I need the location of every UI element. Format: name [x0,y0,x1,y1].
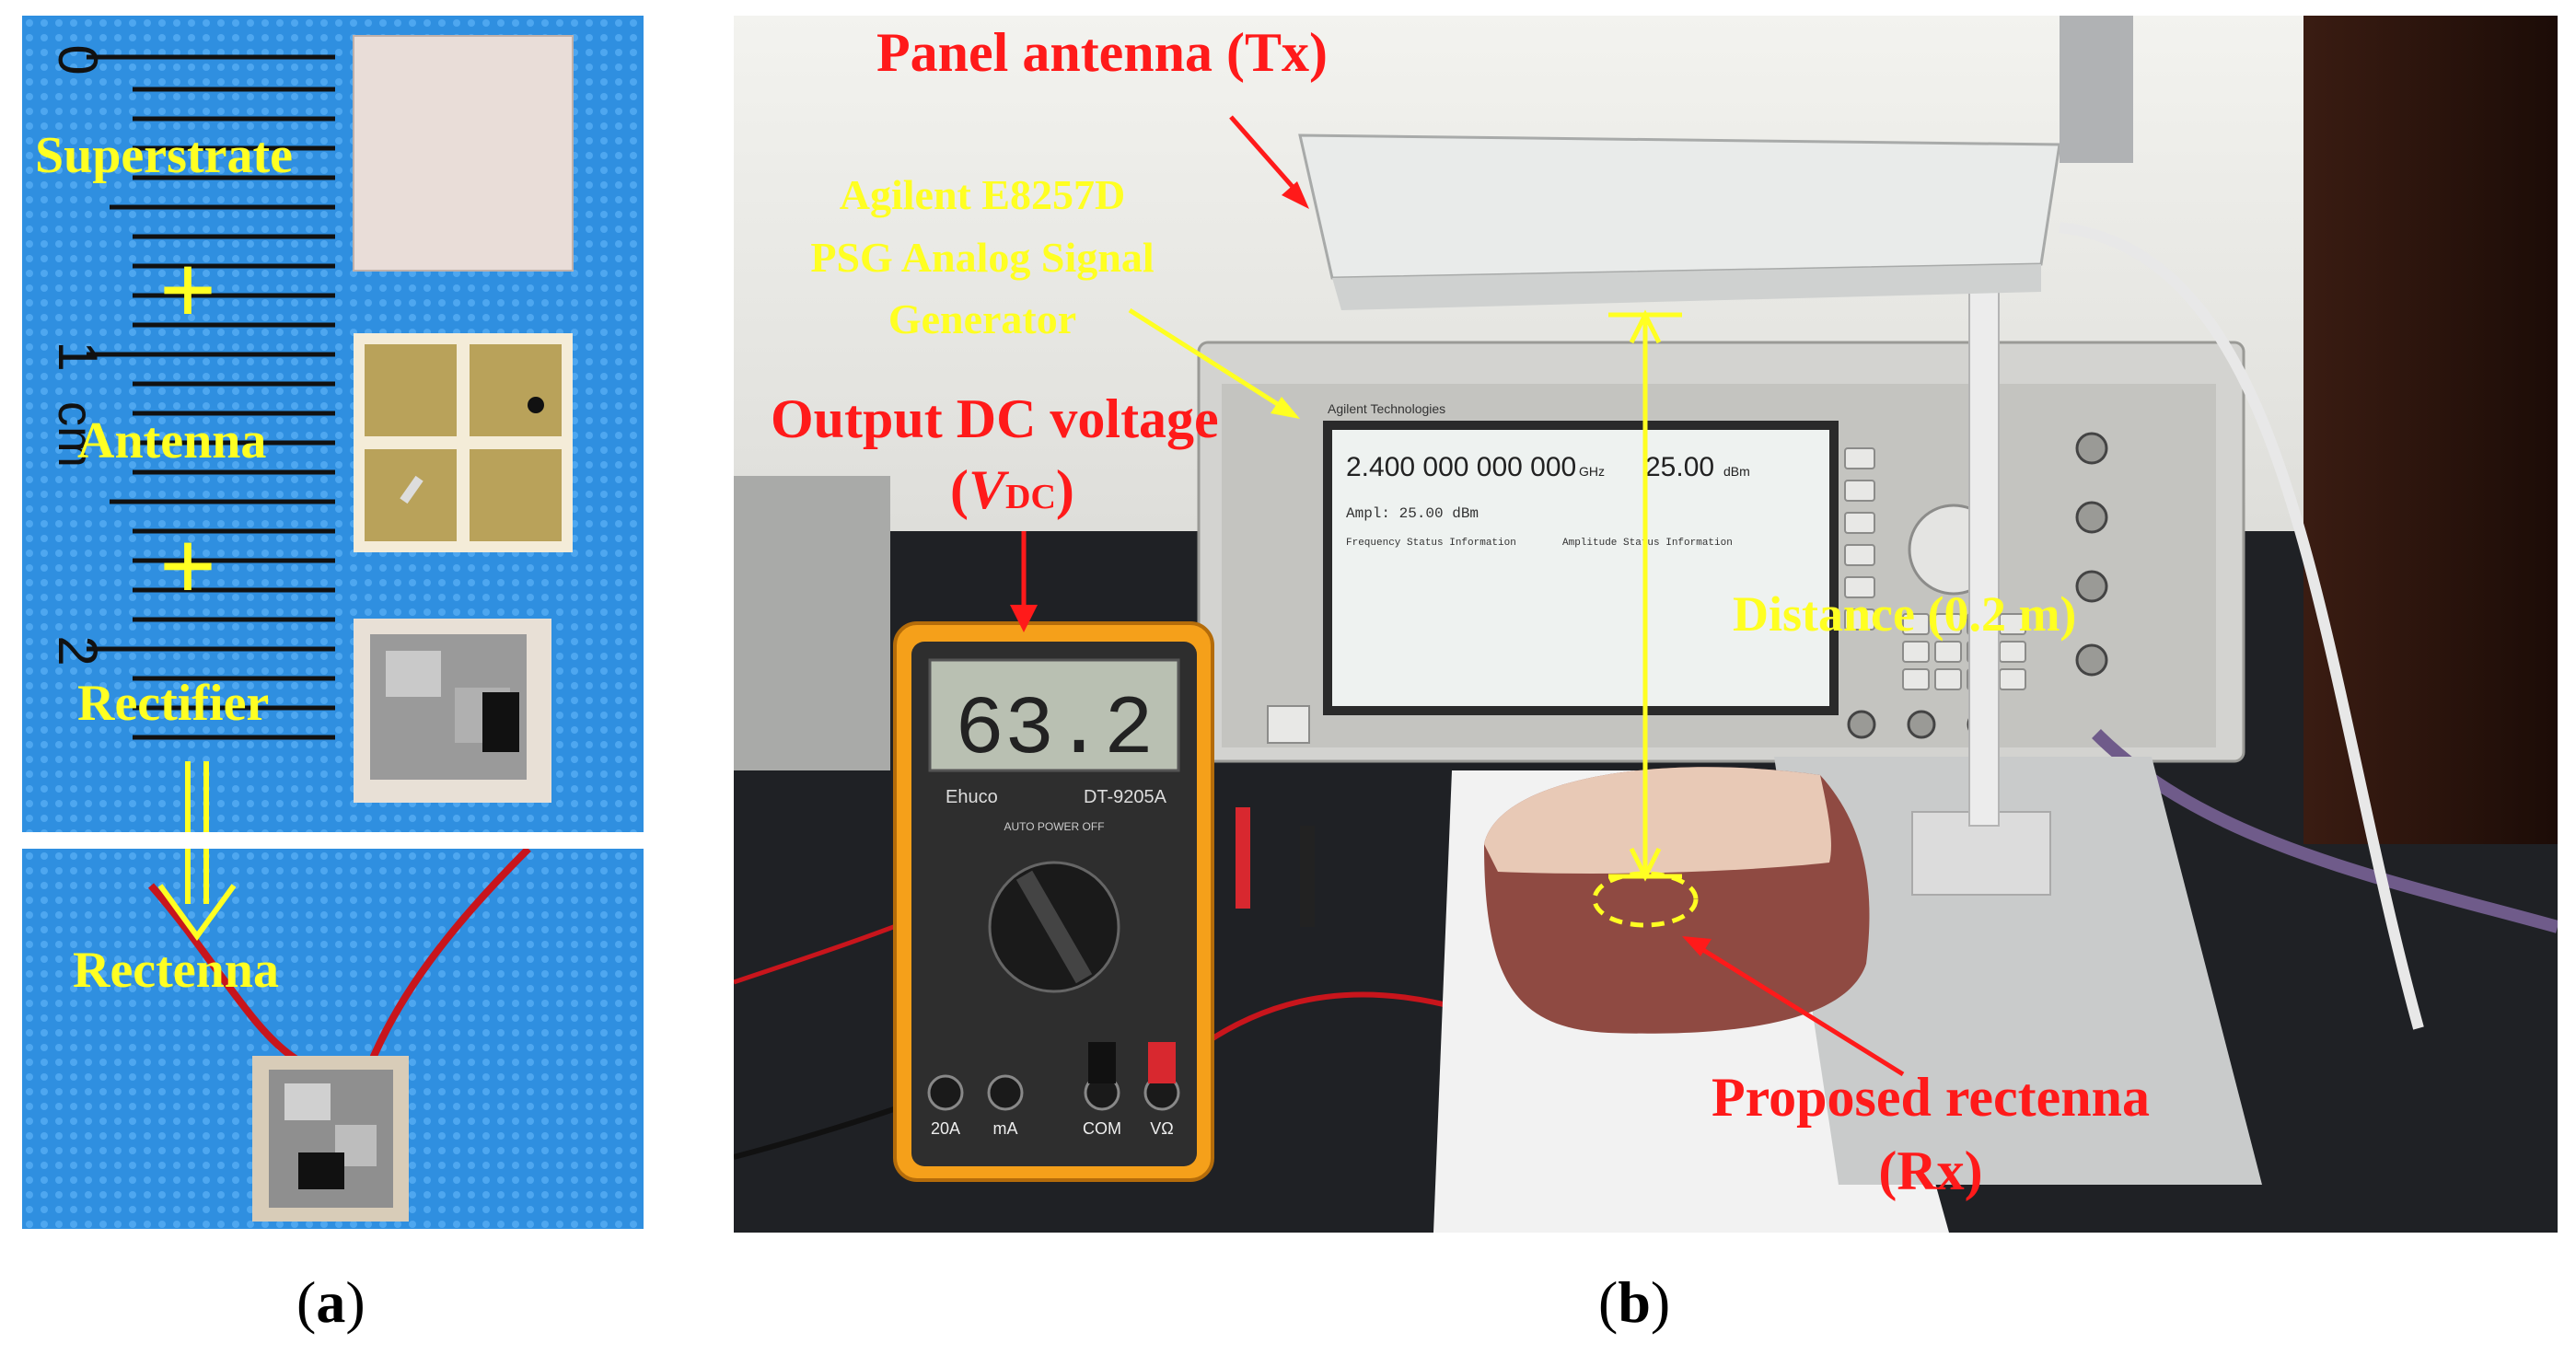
generator-brand: Agilent Technologies [1328,401,1445,416]
grey-box [734,476,890,770]
antenna-bracket [2060,16,2133,163]
stand-pole [1968,245,2000,827]
red-wire-left [147,883,301,1064]
ruler-mark-cm: cm [48,401,103,468]
vdc-close: ) [1056,459,1074,520]
jack-20a: 20A [931,1119,960,1138]
antenna-piece [354,333,573,552]
output-dc-voltage-label: Output DC voltage [771,388,1219,449]
multimeter-subtitle: AUTO POWER OFF [1004,820,1104,833]
proposed-rectenna-label-line2: (Rx) [1878,1141,1982,1201]
vdc-open: ( [950,459,969,520]
caption-a-letter: a [316,1269,346,1335]
vdc-v: V [969,459,1010,520]
red-wire-right [368,849,531,1062]
jack-v: VΩ [1150,1119,1173,1138]
components-photo-svg: 0 1 cm 2 Superstrate + Antenna + Re [22,16,644,832]
rectifier-label: Rectifier [77,675,269,732]
screen-ampl-line: Ampl: 25.00 dBm [1346,505,1479,522]
proposed-rectenna-label-line1: Proposed rectenna [1712,1067,2150,1128]
red-arrows [1010,115,1905,1077]
meat-sample [1484,767,1870,1034]
jack-ma: mA [993,1119,1018,1138]
rectenna-cube [252,1056,409,1222]
generator-label-line1: Agilent E8257D [840,171,1126,218]
plus-sign-1: + [159,234,217,346]
screen-amplitude-unit: dBm [1723,464,1750,479]
rectifier-piece [354,619,551,803]
multimeter-model: DT-9205A [1084,787,1167,807]
multimeter: 63.2 Ehuco DT-9205A AUTO POWER OFF 20A m… [893,621,1214,1182]
panel-antenna [1298,133,2061,310]
down-arrow-head [157,849,237,942]
plus-sign-2: + [159,510,217,622]
superstrate-label: Superstrate [35,127,293,184]
multimeter-brand: Ehuco [946,787,998,807]
caption-a-close: ) [345,1269,366,1335]
panel-antenna-label: Panel antenna (Tx) [876,22,1328,83]
caption-a-open: ( [296,1269,317,1335]
caption-b-close: ) [1650,1269,1671,1335]
jack-com: COM [1083,1119,1121,1138]
screen-frequency-unit: GHz [1579,464,1605,479]
vdc-sub: DC [1005,478,1056,516]
generator-label-line3: Generator [888,295,1076,342]
ruler-mark-1: 1 [47,341,109,371]
antenna-label: Antenna [77,412,266,469]
caption-b-open: ( [1598,1269,1619,1335]
superstrate-piece [353,35,574,272]
black-probe [1300,826,1315,927]
caption-b-letter: b [1618,1269,1651,1335]
setup-photo-svg: Agilent Technologies 2.400 000 000 000 G… [734,16,2558,1233]
yellow-arrow [1128,307,1300,419]
rectenna-label: Rectenna [73,942,279,999]
caption-a: (a) [296,1268,366,1337]
stand-base [1774,757,2262,1185]
ruler-mark-0: 0 [47,44,109,75]
distance-marker [1592,309,1699,928]
rectenna-photo-svg: Rectenna [22,849,644,1229]
generator-label-line2: PSG Analog Signal [810,234,1154,281]
generator-screen [1332,430,1829,706]
screen-status-left: Frequency Status Information [1346,538,1516,549]
down-arrow-shaft [185,761,209,832]
caption-b: (b) [1598,1268,1670,1337]
signal-generator: Agilent Technologies 2.400 000 000 000 G… [1197,341,2245,763]
distance-label: Distance (0.2 m) [1733,586,2076,642]
panel-a-rectenna-photo: Rectenna [22,849,644,1229]
vdc-label: (VDC) [950,459,1074,520]
panel-a-components-photo: 0 1 cm 2 Superstrate + Antenna + Re [22,16,644,832]
screen-amplitude: 25.00 [1645,452,1714,482]
ruler-mark-2: 2 [47,635,109,666]
red-probe [1236,807,1250,909]
ruler-ticks [87,54,335,740]
white-cable [2059,222,2424,1030]
panel-b-measurement-setup-photo: Agilent Technologies 2.400 000 000 000 G… [734,16,2558,1233]
screen-frequency: 2.400 000 000 000 [1346,452,1576,482]
multimeter-reading: 63.2 [955,684,1154,778]
